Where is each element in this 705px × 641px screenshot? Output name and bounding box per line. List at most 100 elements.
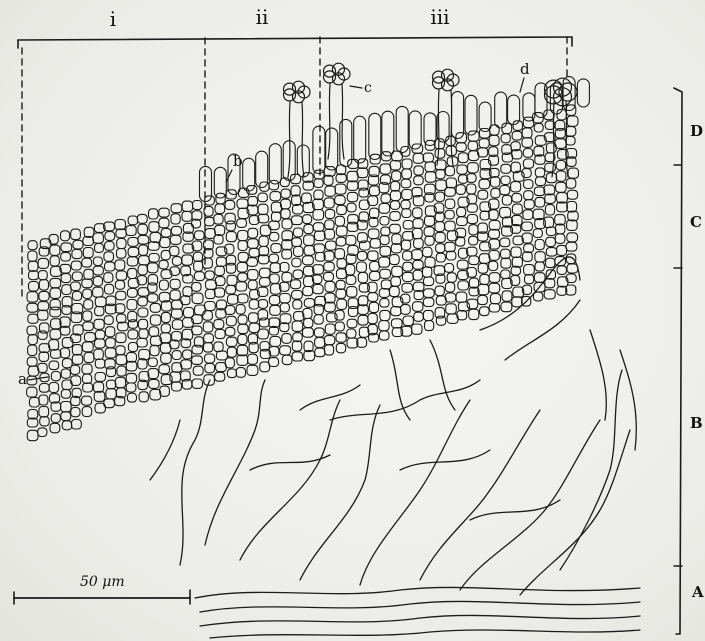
cortex-cell-256 xyxy=(172,382,182,391)
cortex-cell-596 xyxy=(380,310,390,320)
cortex-cell-121 xyxy=(95,307,104,316)
cortex-cell-846 xyxy=(535,252,545,262)
club-cell-917 xyxy=(369,113,381,159)
cortex-cell-722 xyxy=(456,292,467,302)
cortex-cell-231 xyxy=(161,312,170,322)
cortex-cell-773 xyxy=(489,251,499,261)
cortex-cell-325 xyxy=(214,342,223,352)
cortex-cell-361 xyxy=(238,335,247,345)
cortex-cell-461 xyxy=(304,235,315,246)
cortex-cell-830 xyxy=(525,275,534,284)
cortex-cell-787 xyxy=(500,207,511,217)
cortex-cell-823 xyxy=(524,200,534,209)
cortex-cell-119 xyxy=(93,287,103,297)
cortex-cell-25 xyxy=(38,302,49,311)
cortex-cell-118 xyxy=(93,276,102,286)
cortex-cell-624 xyxy=(403,221,413,230)
cortex-cell-554 xyxy=(358,251,367,260)
cortex-cell-276 xyxy=(192,211,202,220)
cortex-cell-137 xyxy=(105,284,114,294)
cortex-cell-460 xyxy=(304,224,313,233)
cortex-cell-164 xyxy=(115,377,125,387)
cortex-cell-109 xyxy=(83,374,92,383)
cortex-cell-775 xyxy=(489,273,500,283)
cortex-cell-897 xyxy=(568,211,579,221)
cortex-cell-100 xyxy=(82,279,93,288)
cortex-cell-681 xyxy=(436,244,445,253)
cortex-cell-2 xyxy=(28,261,38,271)
cortex-cell-759 xyxy=(478,295,488,304)
cortex-cell-304 xyxy=(203,311,213,321)
cortex-cell-363 xyxy=(237,355,248,365)
cortex-cell-168 xyxy=(126,226,136,236)
cortex-cell-665 xyxy=(423,267,432,277)
cortex-cell-582 xyxy=(380,164,391,174)
cortex-cell-514 xyxy=(335,216,344,226)
layer-bracket xyxy=(674,88,682,634)
cortex-cell-5 xyxy=(27,292,38,302)
base-strand-2 xyxy=(200,615,640,626)
cortex-cell-629 xyxy=(402,272,413,281)
cortex-cell-744 xyxy=(479,139,489,148)
cortex-cell-253 xyxy=(172,351,181,360)
cortex-cell-627 xyxy=(403,251,413,260)
cortex-cell-777 xyxy=(490,294,500,304)
cortex-cell-257 xyxy=(182,201,192,211)
cortex-cell-151 xyxy=(117,239,126,249)
cortex-cell-278 xyxy=(194,231,204,240)
cortex-cell-542 xyxy=(347,319,357,328)
hypha-20 xyxy=(430,340,455,410)
cortex-cell-333 xyxy=(226,232,236,242)
cortex-cell-307 xyxy=(204,343,213,353)
cortex-cell-520 xyxy=(336,280,345,289)
cortex-cell-185 xyxy=(137,214,147,223)
cortex-cell-410 xyxy=(270,274,280,283)
cortex-cell-211 xyxy=(148,294,158,303)
cortex-cell-702 xyxy=(447,273,456,283)
cortex-cells xyxy=(27,77,590,441)
cortex-cell-189 xyxy=(139,256,150,265)
cortex-cell-442 xyxy=(293,228,302,237)
cortex-cell-539 xyxy=(347,287,357,297)
layer-label-d: D xyxy=(690,122,703,140)
cortex-cell-585 xyxy=(381,194,391,203)
cortex-cell-23 xyxy=(39,280,48,291)
column-label-ii: ii xyxy=(256,5,269,29)
cortex-cell-282 xyxy=(194,272,204,281)
cortex-cell-381 xyxy=(248,354,258,364)
cortex-cell-555 xyxy=(357,262,367,272)
cortex-cell-262 xyxy=(182,255,193,265)
scale-bar xyxy=(14,590,190,604)
cortex-cell-412 xyxy=(269,296,279,305)
cortex-cell-384 xyxy=(258,193,267,202)
cortex-cell-136 xyxy=(104,273,113,283)
cortex-cell-844 xyxy=(533,229,542,238)
cortex-cell-502 xyxy=(325,281,335,292)
hypha-11 xyxy=(400,450,490,470)
cortex-cell-710 xyxy=(457,165,467,174)
cortex-cell-124 xyxy=(95,339,106,348)
cortex-cell-413 xyxy=(270,305,281,315)
cortex-cell-194 xyxy=(138,308,148,317)
cortex-cell-685 xyxy=(435,286,444,296)
cortex-cell-81 xyxy=(71,282,81,291)
club-cell-926 xyxy=(495,92,507,128)
cortex-cell-269 xyxy=(182,329,193,340)
cortex-cell-500 xyxy=(324,262,335,271)
cortex-cell-652 xyxy=(412,324,422,334)
cortex-cell-860 xyxy=(545,205,554,215)
cortex-cell-512 xyxy=(335,196,346,205)
cortex-cell-487 xyxy=(314,315,323,324)
cortex-cell-140 xyxy=(104,316,113,325)
cortex-cell-543 xyxy=(347,329,356,338)
cortex-cell-183 xyxy=(126,383,136,392)
cortex-cell-876 xyxy=(556,182,567,192)
cortex-cell-309 xyxy=(205,363,215,372)
cortex-cell-56 xyxy=(50,423,60,433)
hypha-0 xyxy=(180,380,210,565)
cortex-cell-770 xyxy=(489,221,500,231)
cortex-cell-576 xyxy=(368,293,378,302)
cortex-cell-649 xyxy=(414,291,423,300)
cortex-cell-232 xyxy=(161,324,170,333)
cortex-cell-817 xyxy=(522,138,533,148)
